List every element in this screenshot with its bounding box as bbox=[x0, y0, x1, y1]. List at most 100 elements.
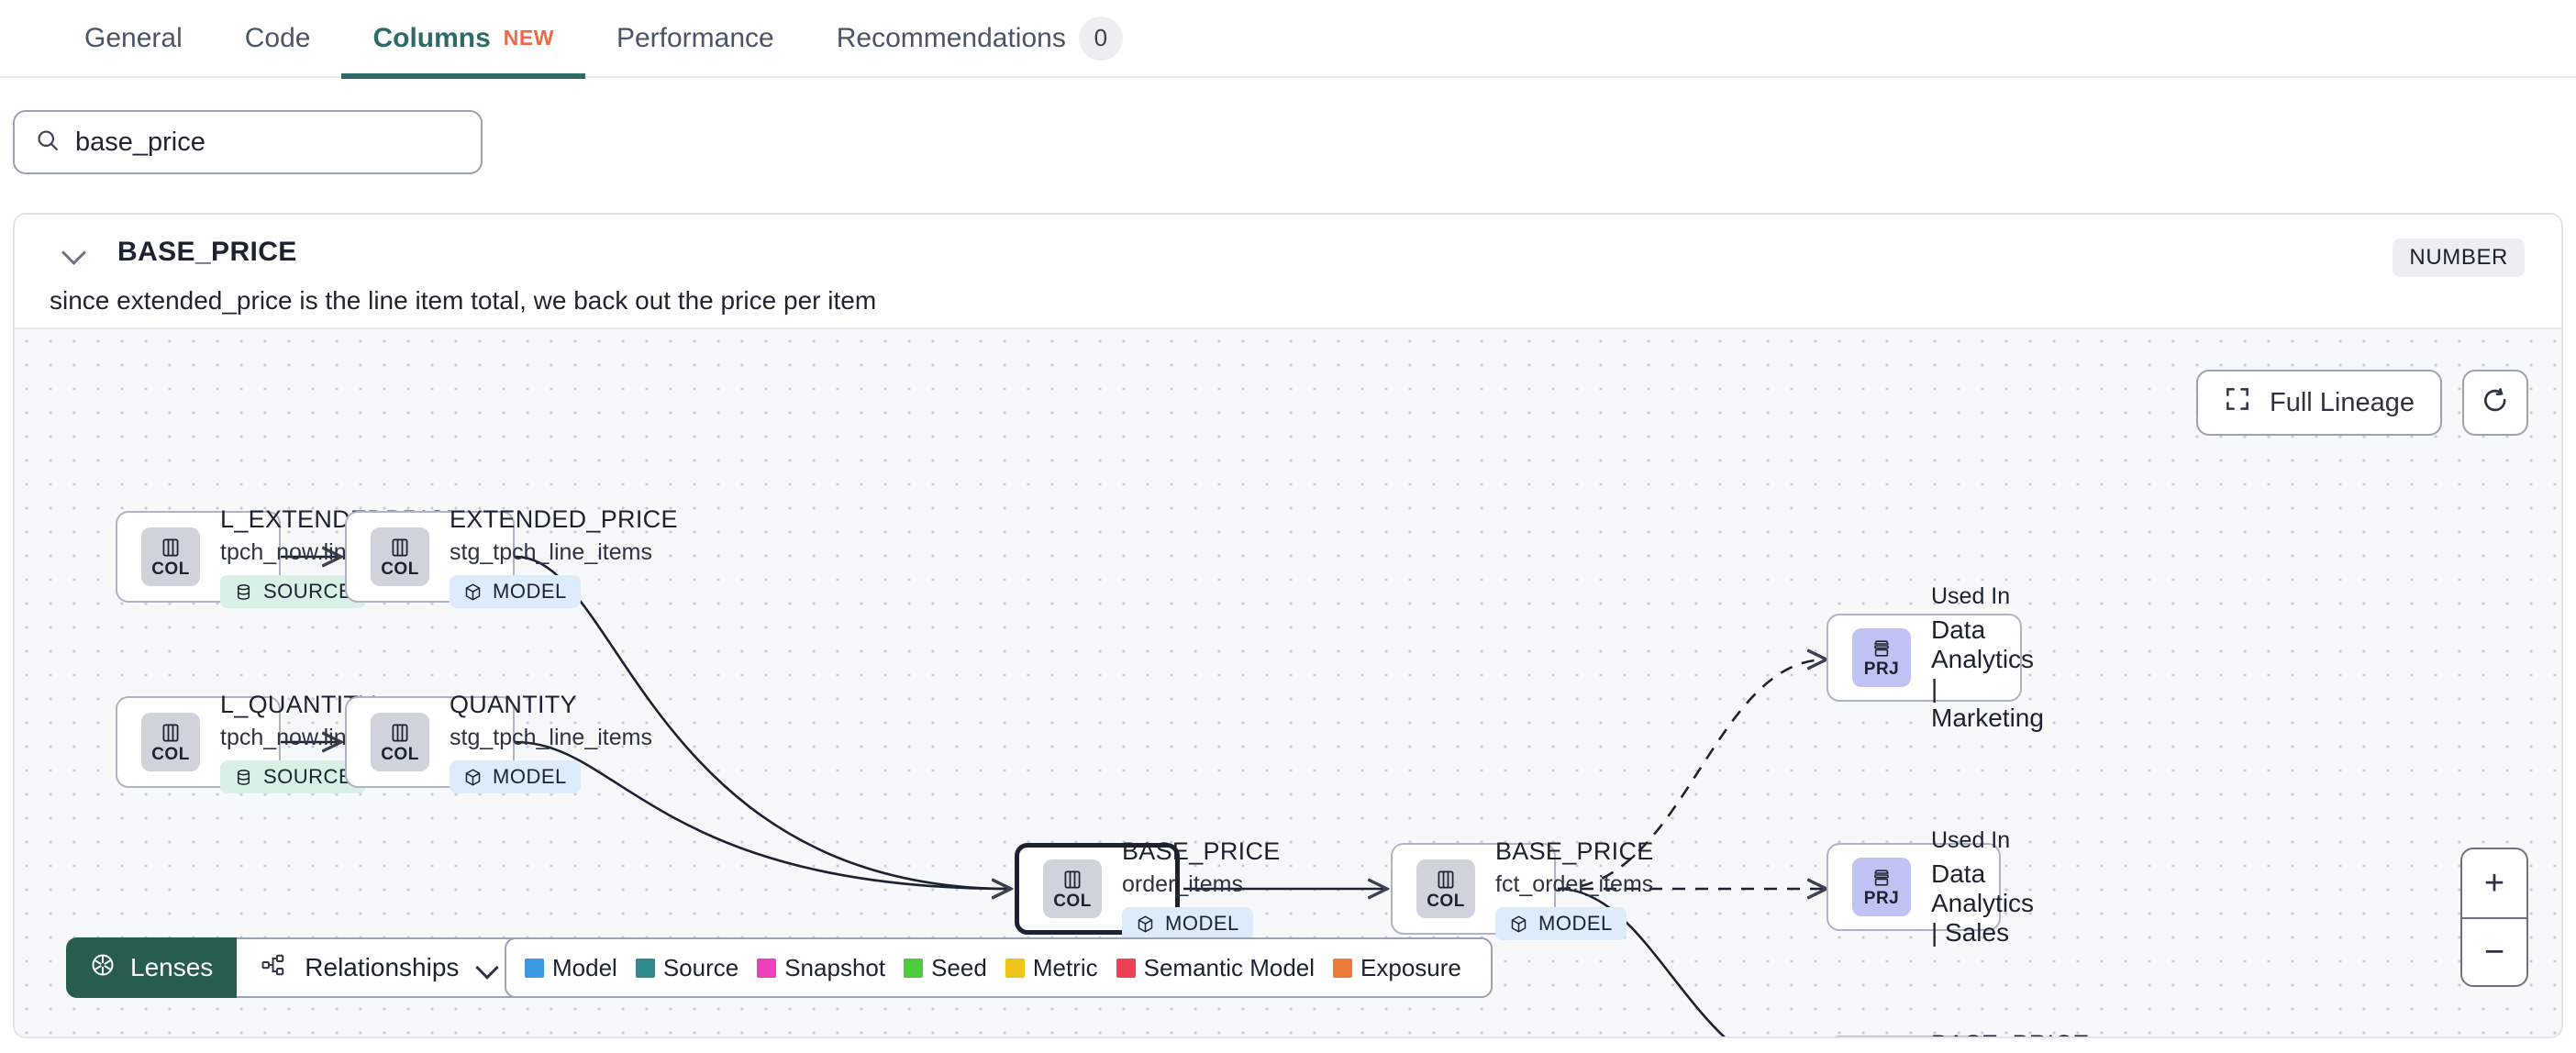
hierarchy-icon bbox=[261, 952, 286, 984]
materialization-label: SOURCE bbox=[263, 765, 353, 788]
materialization-badge: MODEL bbox=[450, 760, 581, 793]
col-badge-label: COL bbox=[1053, 892, 1092, 911]
search-input[interactable] bbox=[75, 127, 461, 158]
prj-badge-label: PRJ bbox=[1863, 660, 1900, 679]
zoom-in-button[interactable]: + bbox=[2483, 863, 2505, 903]
legend-label: Model bbox=[552, 953, 617, 981]
lenses-button[interactable]: Lenses bbox=[66, 937, 238, 998]
legend-item-model: Model bbox=[525, 954, 628, 982]
legend-swatch bbox=[757, 958, 777, 978]
node-body: Used In Data Analytics | Sales bbox=[1931, 827, 2034, 948]
column-detail-panel: BASE_PRICE NUMBER since extended_price i… bbox=[13, 213, 2563, 1038]
canvas-top-controls: Full Lineage bbox=[2196, 370, 2528, 436]
lineage-node-base-price-use-variables[interactable]: COL BASE_PRICE use_variables MODEL bbox=[1827, 1030, 2089, 1036]
tab-columns[interactable]: Columns NEW bbox=[341, 0, 585, 79]
cube-icon bbox=[465, 583, 481, 600]
col-badge-label: COL bbox=[151, 745, 190, 764]
node-title: BASE_PRICE bbox=[1122, 837, 1281, 865]
lineage-node-base-price-order-items[interactable]: COL BASE_PRICE order_items MODEL bbox=[1015, 837, 1280, 940]
zoom-out-button[interactable]: − bbox=[2462, 917, 2526, 985]
full-lineage-label: Full Lineage bbox=[2270, 387, 2415, 417]
search-box[interactable] bbox=[13, 110, 483, 174]
legend-item-metric: Metric bbox=[1005, 954, 1109, 982]
legend-swatch bbox=[904, 958, 924, 978]
legend-label: Snapshot bbox=[784, 953, 886, 981]
used-in-project-name: Data Analytics | Marketing bbox=[1931, 615, 2044, 732]
node-subtitle: fct_order_items bbox=[1495, 871, 1654, 897]
materialization-badge: MODEL bbox=[1122, 907, 1253, 940]
legend-label: Source bbox=[662, 953, 739, 981]
col-badge: COL bbox=[1416, 859, 1475, 918]
materialization-badge: MODEL bbox=[1495, 907, 1627, 940]
column-header: BASE_PRICE NUMBER since extended_price i… bbox=[15, 215, 2561, 327]
col-badge-label: COL bbox=[381, 560, 419, 579]
lineage-node-extended-price[interactable]: COL EXTENDED_PRICE stg_tpch_line_items M… bbox=[345, 505, 677, 608]
lineage-node-base-price-fct-order-items[interactable]: COL BASE_PRICE fct_order_items MODEL bbox=[1391, 837, 1653, 940]
column-title-row: BASE_PRICE bbox=[62, 237, 297, 268]
node-title: EXTENDED_PRICE bbox=[450, 505, 678, 533]
tab-general[interactable]: General bbox=[53, 0, 214, 77]
chevron-down-icon[interactable] bbox=[477, 958, 497, 978]
lineage-canvas[interactable]: COL L_EXTENDEDPRICE tpch_now.lineitem SO… bbox=[15, 327, 2561, 1036]
legend-item-seed: Seed bbox=[904, 954, 998, 982]
tab-performance[interactable]: Performance bbox=[585, 0, 805, 77]
column-description: since extended_price is the line item to… bbox=[50, 286, 877, 315]
full-lineage-button[interactable]: Full Lineage bbox=[2196, 370, 2442, 436]
col-badge: COL bbox=[371, 713, 429, 771]
tab-recommendations[interactable]: Recommendations 0 bbox=[805, 0, 1154, 77]
used-in-label: Used In bbox=[1931, 826, 2011, 853]
zoom-controls: + − bbox=[2460, 848, 2528, 987]
relationships-label: Relationships bbox=[305, 953, 460, 981]
legend-item-source: Source bbox=[635, 953, 749, 982]
node-subtitle: stg_tpch_line_items bbox=[450, 539, 652, 565]
page-title: BASE_PRICE bbox=[117, 237, 297, 267]
col-badge: COL bbox=[371, 527, 429, 586]
tab-code[interactable]: Code bbox=[214, 0, 342, 77]
materialization-badge: MODEL bbox=[450, 575, 581, 608]
node-body: BASE_PRICE order_items MODEL bbox=[1122, 837, 1281, 940]
legend-item-exposure: Exposure bbox=[1333, 954, 1472, 982]
expand-corners-icon bbox=[2224, 385, 2251, 420]
chevron-down-icon[interactable] bbox=[62, 240, 86, 264]
node-title: BASE_PRICE bbox=[1495, 837, 1654, 865]
lineage-node-l-quantity[interactable]: COL L_QUANTITY tpch_now.lineitem SOURCE bbox=[116, 691, 403, 793]
lineage-legend: Model Source Snapshot Seed Metric Semant… bbox=[505, 937, 1493, 998]
database-icon bbox=[237, 583, 250, 600]
col-badge: COL bbox=[141, 713, 200, 771]
legend-swatch bbox=[1333, 958, 1353, 978]
legend-swatch bbox=[1005, 958, 1025, 978]
tab-new-badge: NEW bbox=[503, 26, 554, 50]
node-body: BASE_PRICE fct_order_items MODEL bbox=[1495, 837, 1654, 940]
lineage-node-l-extendedprice[interactable]: COL L_EXTENDEDPRICE tpch_now.lineitem SO… bbox=[116, 505, 462, 608]
cube-icon bbox=[1511, 915, 1527, 932]
lenses-label: Lenses bbox=[130, 953, 214, 981]
node-body: BASE_PRICE use_variables MODEL bbox=[1931, 1030, 2090, 1036]
relationships-button[interactable]: Relationships bbox=[237, 937, 524, 998]
col-badge: COL bbox=[1043, 859, 1102, 918]
tab-label: Recommendations bbox=[836, 22, 1066, 53]
node-title: BASE_PRICE bbox=[1931, 1030, 2090, 1036]
materialization-badge: SOURCE bbox=[220, 760, 367, 793]
lineage-node-used-in-sales[interactable]: PRJ Used In Data Analytics | Sales bbox=[1827, 827, 2034, 947]
col-badge: COL bbox=[141, 527, 200, 586]
canvas-bottom-toolbar: Lenses Relationships bbox=[66, 937, 524, 998]
col-badge-label: COL bbox=[151, 560, 190, 579]
legend-swatch bbox=[635, 958, 655, 978]
refresh-icon bbox=[2481, 386, 2510, 420]
refresh-button[interactable] bbox=[2462, 370, 2528, 436]
legend-item-snapshot: Snapshot bbox=[757, 954, 896, 982]
col-badge-label: COL bbox=[381, 745, 419, 764]
lineage-node-quantity[interactable]: COL QUANTITY stg_tpch_line_items MODEL bbox=[345, 691, 652, 793]
used-in-label: Used In bbox=[1931, 582, 2011, 609]
materialization-label: MODEL bbox=[1165, 912, 1239, 935]
node-body: Used In Data Analytics | Marketing bbox=[1931, 583, 2044, 733]
materialization-label: SOURCE bbox=[263, 580, 353, 603]
node-subtitle: order_items bbox=[1122, 871, 1243, 897]
prj-badge: PRJ bbox=[1852, 628, 1911, 687]
aperture-icon bbox=[90, 952, 116, 984]
lineage-node-used-in-marketing[interactable]: PRJ Used In Data Analytics | Marketing bbox=[1827, 583, 2044, 732]
legend-label: Semantic Model bbox=[1143, 953, 1316, 981]
tab-label: Code bbox=[244, 22, 311, 53]
legend-label: Exposure bbox=[1360, 953, 1461, 981]
cube-icon bbox=[1138, 915, 1153, 932]
